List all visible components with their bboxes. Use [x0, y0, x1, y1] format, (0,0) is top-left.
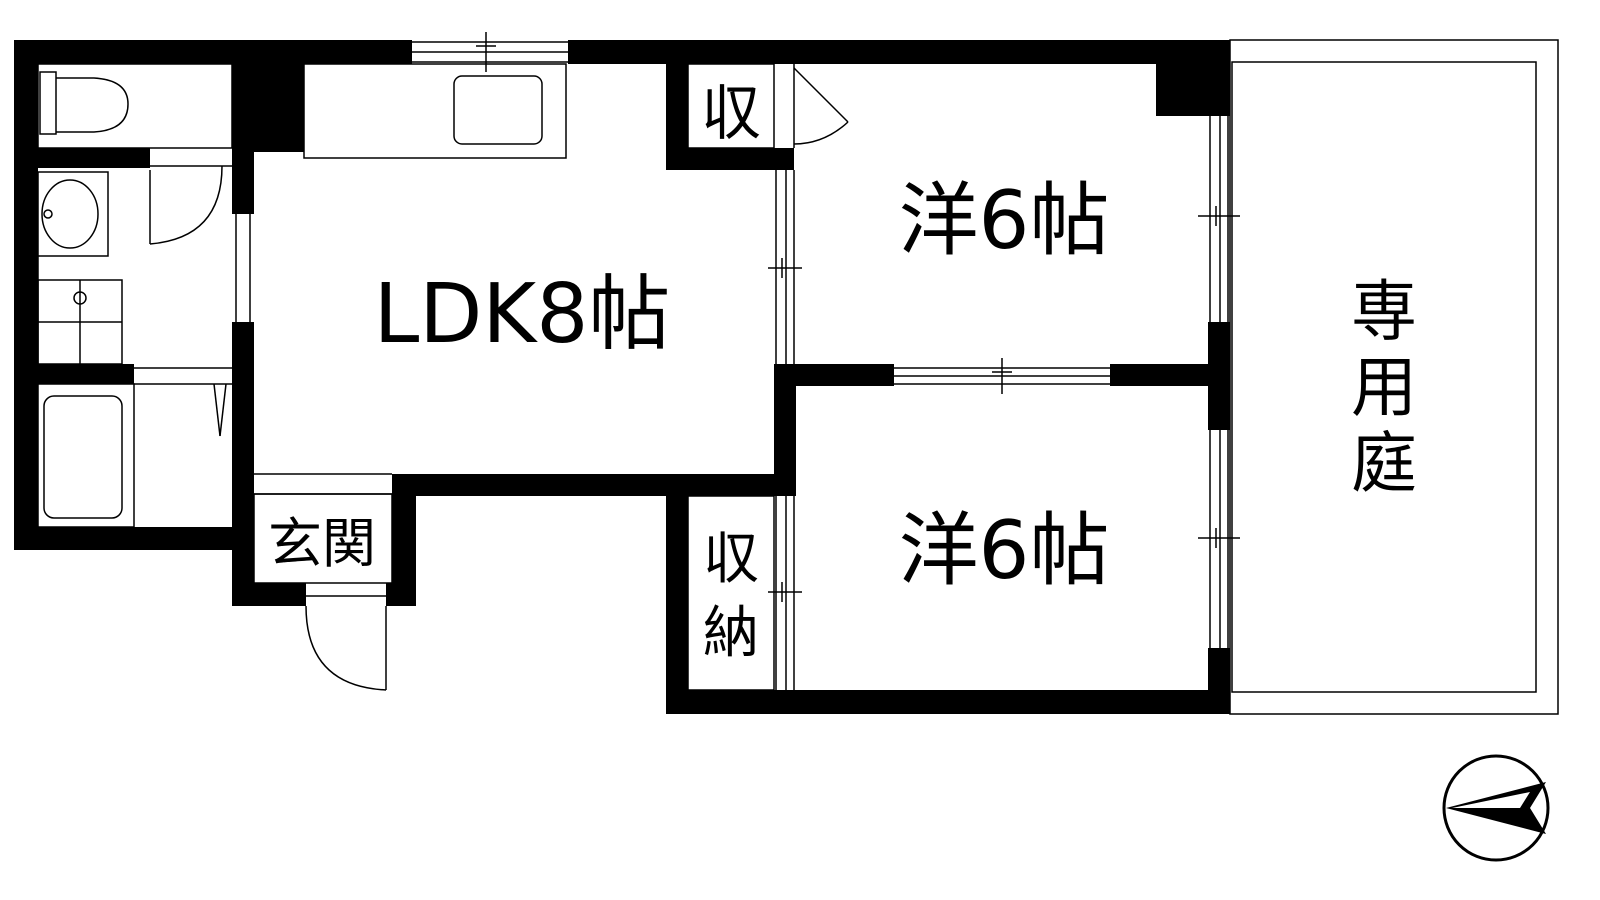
wall-ldk-east — [774, 148, 794, 170]
walls — [14, 40, 1230, 714]
bath-door-swing-2 — [219, 383, 227, 437]
north-arrow-pointer-inner — [1452, 792, 1530, 808]
label-entrance: 玄関 — [268, 512, 376, 575]
wall-west-rooms-left — [774, 364, 894, 386]
washbasin-bowl — [41, 179, 99, 249]
wall-ldk-bottom — [392, 474, 796, 496]
wall-bottom-wet — [14, 527, 254, 550]
north-arrow-icon — [1442, 754, 1550, 862]
wall-ldk-west-lower — [232, 322, 254, 605]
storage-lower-box — [687, 495, 775, 691]
wall-ldk-east-lower — [774, 364, 796, 496]
wall-ldk-west-upper — [232, 152, 254, 214]
storage-upper-door-arc — [793, 121, 849, 145]
wall-storage-upper-bottom — [666, 148, 794, 170]
label-garden-2: 用 — [1351, 349, 1417, 426]
label-garden-3: 庭 — [1351, 425, 1417, 502]
label-garden-1: 専 — [1351, 273, 1417, 350]
storage-upper-door-leaf — [793, 67, 849, 123]
bath-room — [37, 383, 135, 528]
garden-outer — [1229, 39, 1559, 715]
toilet-tank — [39, 71, 57, 135]
toilet-bowl — [56, 77, 129, 133]
label-ldk: LDK8帖 — [374, 267, 671, 362]
washbasin-tap — [43, 209, 53, 219]
toilet-room — [37, 63, 233, 149]
wall-left — [14, 40, 38, 550]
kitchen-counter — [303, 63, 567, 159]
labels: LDK8帖 洋6帖 洋6帖 収 収 納 玄関 専 用 庭 — [268, 79, 1417, 666]
pillar-top-right — [1156, 40, 1230, 116]
door-toilet-arc — [149, 165, 223, 245]
washer-drain — [73, 291, 87, 305]
wall-toilet-bottom — [38, 148, 150, 168]
pillar-kitchen-left — [232, 40, 304, 152]
bath-door-swing-1 — [213, 383, 221, 437]
washbasin-counter — [37, 171, 109, 257]
wall-storage-upper-left — [666, 40, 688, 170]
wall-storage-lower-left — [666, 496, 688, 714]
label-western-upper: 洋6帖 — [899, 174, 1110, 267]
entrance-box — [253, 493, 393, 584]
bathtub — [43, 395, 123, 519]
storage-upper-box — [687, 63, 775, 149]
wall-west-rooms-right — [1110, 364, 1230, 386]
kitchen-sink — [453, 75, 543, 145]
garden-inner — [1231, 61, 1537, 693]
wall-bottom — [666, 690, 1230, 714]
entrance-door-arc — [305, 605, 387, 691]
label-western-lower: 洋6帖 — [899, 504, 1110, 597]
north-arrow-ring — [1442, 754, 1550, 862]
wall-east-mid — [1208, 322, 1230, 430]
label-storage-lower-bottom: 納 — [703, 601, 759, 666]
label-storage-small: 収 — [701, 79, 761, 149]
wall-entrance-bottom-left — [232, 583, 306, 606]
fixtures — [37, 32, 1559, 715]
wall-bath-top — [38, 364, 134, 384]
label-storage-lower-top: 収 — [703, 527, 759, 592]
wall-top-left — [14, 40, 412, 64]
